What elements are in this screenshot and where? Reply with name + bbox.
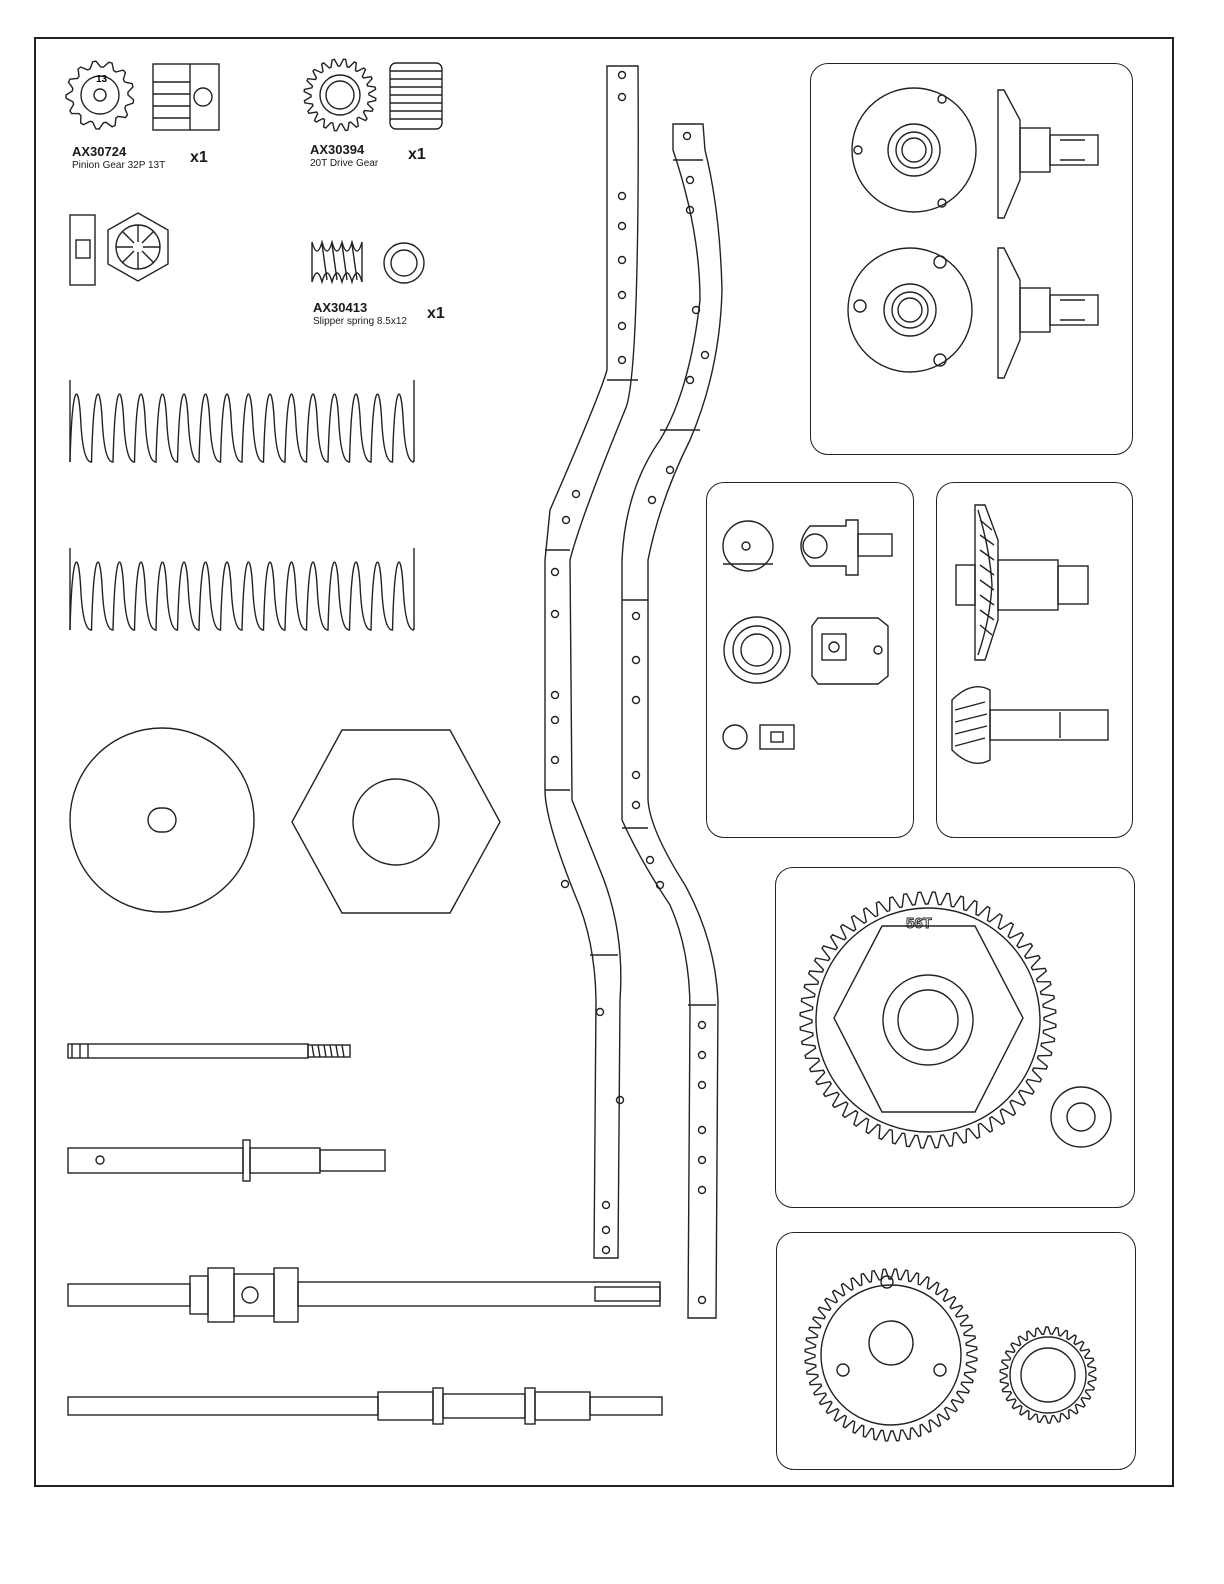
outdrive-flange-icon — [848, 248, 1098, 378]
part-qty-drive-gear: x1 — [408, 146, 426, 164]
part-label-slipper-spring: AX30413 Slipper spring 8.5x12 — [313, 301, 407, 327]
long-spring-icon — [70, 380, 414, 462]
rear-axle-icon — [68, 1388, 662, 1424]
drive-gear-side-icon — [390, 63, 442, 129]
part-code: AX30724 — [72, 145, 165, 160]
pinion-teeth-label: 13 — [96, 74, 108, 85]
part-qty-slipper-spring: x1 — [427, 305, 445, 323]
part-name: Pinion Gear 32P 13T — [72, 160, 165, 172]
drive-gear-icon — [304, 59, 376, 131]
outdrive-flange-icon — [852, 88, 1098, 218]
part-label-pinion: AX30724 Pinion Gear 32P 13T — [72, 145, 165, 171]
small-block-icon — [760, 725, 794, 749]
slipper-pad-disc-icon — [70, 728, 254, 912]
hex-nut-icon — [108, 213, 168, 281]
pinion-shaft-icon — [952, 687, 1108, 764]
bushing-icon — [723, 521, 773, 571]
ring-gear-icon — [956, 505, 1088, 660]
frame-rail-right-icon — [622, 124, 722, 1318]
part-code: AX30394 — [310, 143, 378, 158]
part-name: 20T Drive Gear — [310, 158, 378, 170]
washer-icon — [384, 243, 424, 283]
coupler-sleeve-icon — [812, 618, 888, 684]
pinion-gear-icon — [66, 61, 134, 129]
small-ring-icon — [723, 725, 747, 749]
hex-plate-icon — [292, 730, 500, 913]
part-name: Slipper spring 8.5x12 — [313, 316, 407, 328]
transfer-gear-small-icon — [1000, 1327, 1096, 1423]
long-spring-icon — [70, 548, 414, 630]
part-qty-pinion: x1 — [190, 149, 208, 167]
shaft-coupler-icon — [801, 520, 892, 575]
part-label-drive-gear: AX30394 20T Drive Gear — [310, 143, 378, 169]
bearing-icon — [724, 617, 790, 683]
spur-gear-teeth-label: 56T — [906, 915, 932, 932]
stub-shaft-icon — [68, 1140, 385, 1181]
transfer-gear-large-icon — [805, 1269, 977, 1441]
pinion-gear-side-icon — [153, 64, 219, 130]
universal-axle-icon — [68, 1268, 660, 1322]
threaded-shaft-icon — [68, 1044, 350, 1058]
lock-nut-side-icon — [70, 215, 95, 285]
slipper-spring-icon — [312, 242, 362, 282]
spur-washer-icon — [1051, 1087, 1111, 1147]
part-code: AX30413 — [313, 301, 407, 316]
frame-rail-left-icon — [545, 66, 638, 1258]
